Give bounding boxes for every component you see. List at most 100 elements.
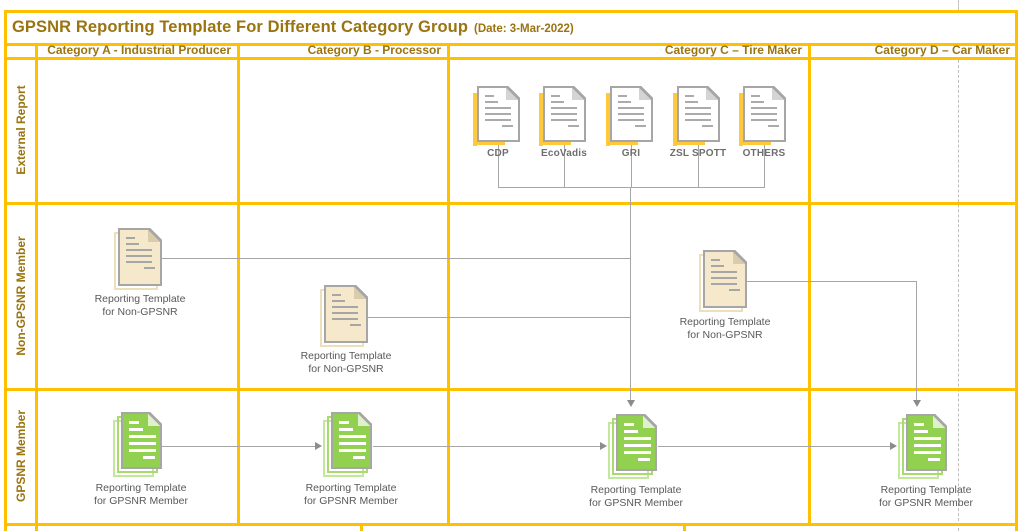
document-label-line: Reporting Template — [679, 316, 771, 328]
gpsnr-template-document-icon[interactable] — [608, 414, 657, 479]
folded-corner — [733, 250, 747, 264]
document-text-lines — [126, 237, 156, 273]
grid-line — [1015, 10, 1018, 531]
non-gpsnr-template-document-icon[interactable] — [699, 250, 747, 312]
external-report-label: OTHERS — [742, 148, 786, 159]
document-accent — [739, 141, 771, 145]
arrow-down-icon — [627, 400, 635, 407]
grid-line — [4, 388, 1018, 391]
connector-line — [916, 281, 917, 400]
page-break-dashed-line — [958, 0, 959, 10]
connector-line — [162, 258, 630, 259]
connector-line — [658, 446, 890, 447]
connector-line — [498, 142, 499, 187]
row-header-label: Non-GPSNR Member — [14, 235, 28, 356]
document-label: Reporting Template for Non-GPSNR — [655, 316, 795, 342]
folded-corner — [358, 412, 372, 426]
document-sheet — [324, 285, 368, 343]
document-sheet — [677, 86, 720, 142]
title-text: GPSNR Reporting Template For Different C… — [12, 17, 469, 36]
folded-corner — [643, 414, 657, 428]
document-accent — [739, 93, 743, 146]
document-sheet — [906, 414, 947, 471]
document-sheet — [118, 228, 162, 286]
folded-corner — [148, 228, 162, 242]
document-sheet — [743, 86, 786, 142]
document-sheet — [610, 86, 653, 142]
document-accent — [473, 93, 477, 146]
document-label: Reporting Template for GPSNR Member — [71, 482, 211, 508]
grid-line — [4, 10, 1018, 13]
gpsnr-template-document-icon[interactable] — [898, 414, 947, 479]
document-accent — [473, 141, 505, 145]
external-report-label: ZSL SPOTT — [669, 148, 727, 159]
connector-line — [747, 281, 917, 282]
document-label-line: Reporting Template — [94, 293, 186, 305]
document-text-lines — [624, 423, 651, 465]
external-report-label: CDP — [487, 148, 509, 159]
folded-corner — [933, 414, 947, 428]
report-document-icon[interactable] — [739, 86, 786, 146]
gpsnr-template-document-icon[interactable] — [113, 412, 162, 477]
document-label: Reporting Template for GPSNR Member — [856, 484, 996, 510]
column-header-category-d: Category D – Car Maker — [874, 43, 1010, 57]
folded-corner — [148, 412, 162, 426]
row-header-non-gpsnr-member: Non-GPSNR Member — [7, 205, 35, 386]
document-accent — [606, 93, 610, 146]
document-text-lines — [711, 259, 741, 295]
document-sheet — [331, 412, 372, 469]
document-label-line: Reporting Template — [880, 484, 972, 496]
external-report-label: GRI — [621, 148, 641, 159]
document-sheet — [121, 412, 162, 469]
report-document-icon[interactable] — [539, 86, 586, 146]
document-text-lines — [685, 95, 714, 131]
document-accent — [673, 141, 705, 145]
document-label-line: for GPSNR Member — [94, 495, 188, 507]
non-gpsnr-template-document-icon[interactable] — [320, 285, 368, 347]
connector-line — [631, 142, 632, 187]
grid-line — [683, 523, 686, 531]
column-header-category-c: Category C – Tire Maker — [664, 43, 802, 57]
folded-corner — [706, 86, 720, 100]
document-accent — [539, 141, 571, 145]
document-label-line: for GPSNR Member — [589, 497, 683, 509]
folded-corner — [354, 285, 368, 299]
grid-line — [4, 10, 7, 531]
arrow-right-icon — [315, 442, 322, 450]
document-text-lines — [339, 421, 366, 463]
report-document-icon[interactable] — [473, 86, 520, 146]
title-date: (Date: 3-Mar-2022) — [474, 22, 574, 35]
grid-line — [4, 523, 1018, 526]
page-break-dashed-line — [958, 60, 959, 531]
arrow-right-icon — [890, 442, 897, 450]
document-sheet — [616, 414, 657, 471]
row-header-gpsnr-member: GPSNR Member — [7, 391, 35, 521]
report-document-icon[interactable] — [673, 86, 720, 146]
grid-line — [4, 202, 1018, 205]
connector-line — [630, 187, 631, 400]
column-header-category-b: Category B - Processor — [307, 43, 441, 57]
column-header-category-a: Category A - Industrial Producer — [47, 43, 231, 57]
non-gpsnr-template-document-icon[interactable] — [114, 228, 162, 290]
grid-line — [35, 43, 38, 531]
connector-line — [564, 142, 565, 187]
connector-line — [162, 446, 315, 447]
report-document-icon[interactable] — [606, 86, 653, 146]
row-header-label: GPSNR Member — [14, 409, 28, 503]
gpsnr-template-document-icon[interactable] — [323, 412, 372, 477]
document-label-line: Reporting Template — [300, 350, 392, 362]
document-label-line: Reporting Template — [95, 482, 187, 494]
grid-line — [237, 43, 240, 526]
document-accent — [539, 93, 543, 146]
document-text-lines — [129, 421, 156, 463]
document-label-line: Reporting Template — [590, 484, 682, 496]
row-header-label: External Report — [14, 85, 28, 175]
folded-corner — [772, 86, 786, 100]
arrow-down-icon — [913, 400, 921, 407]
connector-line — [368, 317, 630, 318]
document-text-lines — [485, 95, 514, 131]
folded-corner — [639, 86, 653, 100]
external-report-label: EcoVadis — [540, 148, 588, 159]
document-text-lines — [914, 423, 941, 465]
